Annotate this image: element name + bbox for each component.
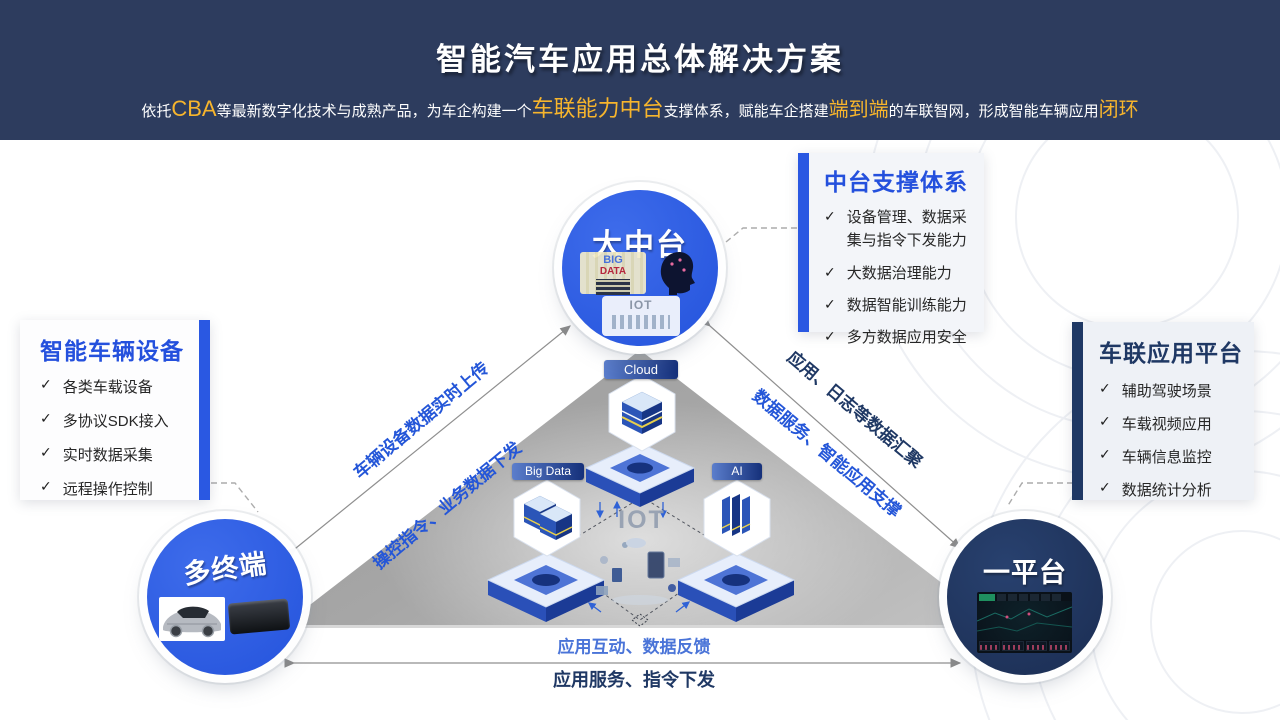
subtitle-segment: 依托	[141, 103, 172, 120]
connector-right	[1006, 482, 1073, 508]
check-icon: ✓	[40, 444, 52, 460]
header: 智能汽车应用总体解决方案 依托CBA等最新数字化技术与成熟产品，为车企构建一个车…	[0, 0, 1280, 140]
bigdata-image-text: BIG	[603, 254, 623, 266]
iot-label: IOT	[618, 506, 666, 534]
check-icon: ✓	[1099, 380, 1111, 396]
subtitle-highlight: 端到端	[828, 99, 889, 121]
dashed-diamond-node	[631, 613, 649, 627]
node-one-platform-label: 一平台	[983, 558, 1067, 588]
panel-vehicle-app-platform-list: ✓ 辅助驾驶场景 ✓ 车载视频应用 ✓ 车辆信息监控 ✓ 数据统计分析	[1072, 368, 1254, 500]
flow-label-app-service: 应用服务、指令下发	[553, 670, 715, 690]
check-icon: ✓	[824, 295, 836, 312]
subtitle-segment: 等最新数字化技术与成熟产品，为车企构建一个	[216, 103, 532, 120]
bigdata-image-text: DATA	[599, 265, 627, 277]
panel-accent-bar	[1072, 322, 1083, 500]
check-icon: ✓	[40, 478, 52, 494]
list-item-label: 车辆信息监控	[1121, 449, 1212, 466]
bigdata-platform	[486, 552, 606, 622]
check-icon: ✓	[1099, 479, 1111, 495]
panel-vehicle-app-platform: 车联应用平台 ✓ 辅助驾驶场景 ✓ 车载视频应用 ✓ 车辆信息监控 ✓ 数据统计分析	[1072, 322, 1254, 500]
panel-accent-bar	[798, 153, 809, 332]
list-item: ✓ 数据统计分析	[1099, 479, 1254, 500]
cloud-platform	[584, 442, 696, 507]
list-item: ✓ 大数据治理能力	[824, 262, 974, 285]
list-item: ✓ 多协议SDK接入	[40, 410, 210, 431]
cloud-hexagon-icon	[608, 374, 676, 452]
subtitle-highlight: 闭环	[1098, 99, 1139, 121]
dashboard-image	[976, 592, 1073, 653]
list-item: ✓ 多方数据应用安全	[824, 326, 974, 349]
ai-platform	[676, 552, 796, 622]
node-one-platform: 一平台	[947, 519, 1103, 675]
arrow-right-diagonal	[699, 316, 961, 549]
check-icon: ✓	[1099, 413, 1111, 429]
panel-accent-bar	[199, 320, 210, 500]
list-item-label: 多协议SDK接入	[62, 413, 169, 430]
list-item-label: 车载视频应用	[1121, 416, 1212, 433]
flow-label-app-interaction: 应用互动、数据反馈	[557, 637, 711, 657]
node-datacenter: 大中台 BIG DATA IOT	[562, 190, 718, 346]
list-item-label: 实时数据采集	[62, 447, 153, 464]
list-item: ✓ 实时数据采集	[40, 444, 210, 465]
panel-middle-platform-support-title: 中台支撑体系	[824, 169, 968, 195]
check-icon: ✓	[824, 263, 836, 280]
bigdata-hexagon-icon	[513, 479, 581, 557]
list-item: ✓ 数据智能训练能力	[824, 294, 974, 317]
list-item-label: 辅助驾驶场景	[1121, 383, 1212, 400]
list-item: ✓ 车载视频应用	[1099, 413, 1254, 434]
check-icon: ✓	[824, 208, 836, 224]
cloud-badge: Cloud	[604, 360, 678, 379]
iot-image: IOT	[602, 296, 680, 336]
ai-head-image	[660, 252, 695, 295]
list-item-label: 数据智能训练能力	[846, 296, 967, 314]
connector-top-right	[725, 227, 800, 243]
triangle-base-edge	[280, 625, 1000, 628]
node-multi-terminal-label: 多终端	[181, 548, 270, 590]
panel-middle-platform-support: 中台支撑体系 ✓ 设备管理、数据采集与指令下发能力 ✓ 大数据治理能力 ✓ 数据智能训…	[798, 153, 984, 346]
panel-vehicle-app-platform-title: 车联应用平台	[1099, 340, 1243, 366]
subtitle-segment: 的车联智网，形成智能车辆应用	[888, 103, 1099, 120]
subtitle-segment: 支撑体系，赋能车企搭建	[663, 103, 829, 120]
panel-middle-platform-support-list: ✓ 设备管理、数据采集与指令下发能力 ✓ 大数据治理能力 ✓ 数据智能训练能力 ✓ 多方…	[798, 197, 984, 349]
panel-vehicle-devices-title: 智能车辆设备	[40, 338, 184, 364]
check-icon: ✓	[824, 328, 836, 344]
panel-vehicle-devices: 智能车辆设备 ✓ 各类车载设备 ✓ 多协议SDK接入 ✓ 实时数据采集 ✓ 远程操作控制	[20, 320, 210, 500]
check-icon: ✓	[40, 410, 52, 426]
bigdata-image: BIG DATA	[580, 252, 646, 296]
iot-illustration	[596, 538, 680, 605]
list-item-label: 大数据治理能力	[846, 264, 952, 282]
list-item-label: 各类车载设备	[62, 379, 153, 396]
check-icon: ✓	[1099, 446, 1111, 462]
list-item: ✓ 远程操作控制	[40, 478, 210, 499]
connector-left	[201, 482, 259, 513]
panel-vehicle-devices-list: ✓ 各类车载设备 ✓ 多协议SDK接入 ✓ 实时数据采集 ✓ 远程操作控制	[20, 366, 210, 499]
page-title: 智能汽车应用总体解决方案	[436, 42, 844, 77]
ai-hexagon-icon	[703, 479, 771, 557]
list-item: ✓ 车辆信息监控	[1099, 446, 1254, 467]
list-item-label: 多方数据应用安全	[846, 329, 967, 346]
list-item-label: 远程操作控制	[62, 481, 153, 498]
list-item-label: 设备管理、数据采集与指令下发能力	[846, 209, 967, 250]
arrow-left-diagonal	[285, 325, 571, 558]
list-item: ✓ 各类车载设备	[40, 376, 210, 397]
check-icon: ✓	[40, 376, 52, 392]
iot-image-text: IOT	[629, 298, 653, 312]
list-item: ✓ 辅助驾驶场景	[1099, 380, 1254, 401]
subtitle-highlight: CBA	[171, 96, 217, 121]
subtitle: 依托CBA等最新数字化技术与成熟产品，为车企构建一个车联能力中台支撑体系，赋能车…	[0, 91, 1280, 123]
ai-badge: AI	[712, 463, 762, 480]
bigdata-badge: Big Data	[512, 463, 584, 480]
list-item-label: 数据统计分析	[1121, 482, 1212, 499]
node-multi-terminal: 多终端	[147, 519, 303, 675]
car-image	[159, 597, 225, 641]
list-item: ✓ 设备管理、数据采集与指令下发能力	[824, 206, 974, 253]
tbox-device-image	[227, 598, 291, 635]
subtitle-highlight: 车联能力中台	[531, 96, 664, 121]
